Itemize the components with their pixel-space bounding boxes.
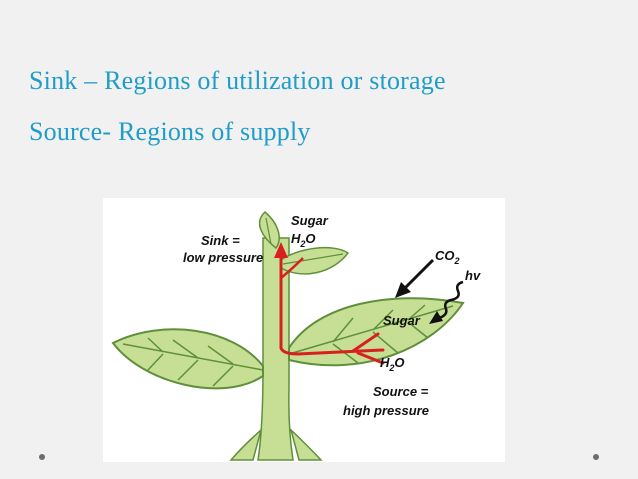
leaf-h2o-label: H2O [380,355,405,373]
plant-illustration: Sink = low pressure Sugar H2O CO2 hv Sug… [103,198,505,462]
sink-label-line2: low pressure [183,250,263,265]
slide-line-sink: Sink – Regions of utilization or storage [29,66,446,96]
plant-root-left [231,430,261,460]
source-label-line2: high pressure [343,403,429,418]
co2-label: CO2 [435,248,460,266]
leaf-left [113,329,263,388]
plant-root-right [291,430,321,460]
co2-arrow [403,260,433,290]
sink-label-line1: Sink = [201,233,240,248]
leaf-source [289,298,463,365]
slide-dot-left [39,454,45,460]
hv-label: hv [465,268,481,283]
slide-line-source: Source- Regions of supply [29,117,311,147]
plant-diagram: Sink = low pressure Sugar H2O CO2 hv Sug… [103,198,505,462]
source-label-line1: Source = [373,384,429,399]
slide-dot-right [593,454,599,460]
leaf-sugar-label: Sugar [383,313,421,328]
top-sugar-label: Sugar [291,213,329,228]
top-h2o-label: H2O [291,231,316,249]
